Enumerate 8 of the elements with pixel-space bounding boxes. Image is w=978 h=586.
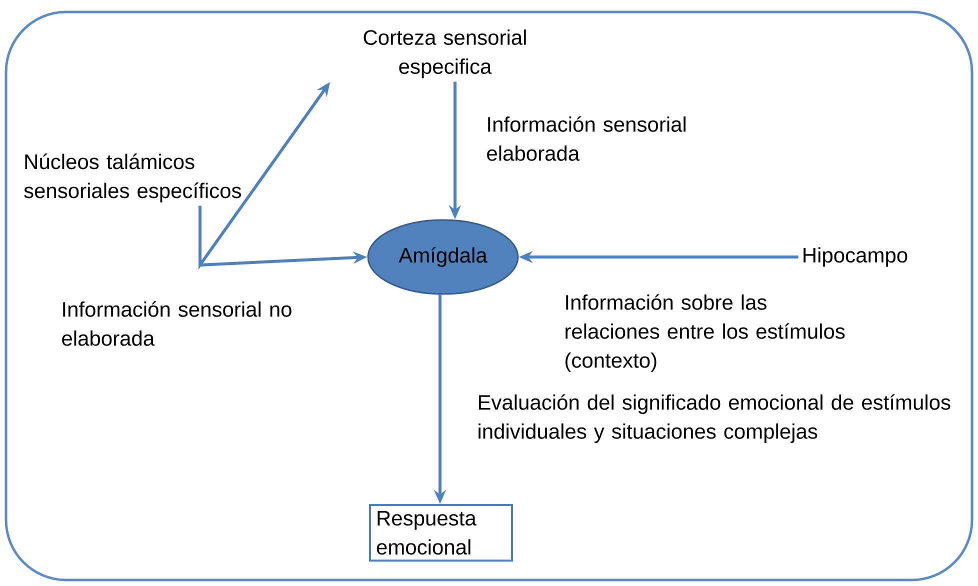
node-label: Corteza sensorial especifica	[364, 30, 526, 78]
edge-label: Evaluación del significado emocional de estímulos individuales y situaciones complejas	[478, 394, 950, 444]
edge-label: Información sensorial elaborada	[487, 116, 686, 161]
node-label: Hipocampo	[804, 247, 908, 267]
edge-label: Información sobre las relaciones entre los estímulos (contexto)	[566, 294, 845, 372]
response-box: Respuesta emocional	[369, 504, 513, 562]
node-label: Núcleos talámicos sensoriales específicos	[24, 154, 241, 202]
edge-label: Información sensorial no elaborada	[62, 301, 292, 346]
